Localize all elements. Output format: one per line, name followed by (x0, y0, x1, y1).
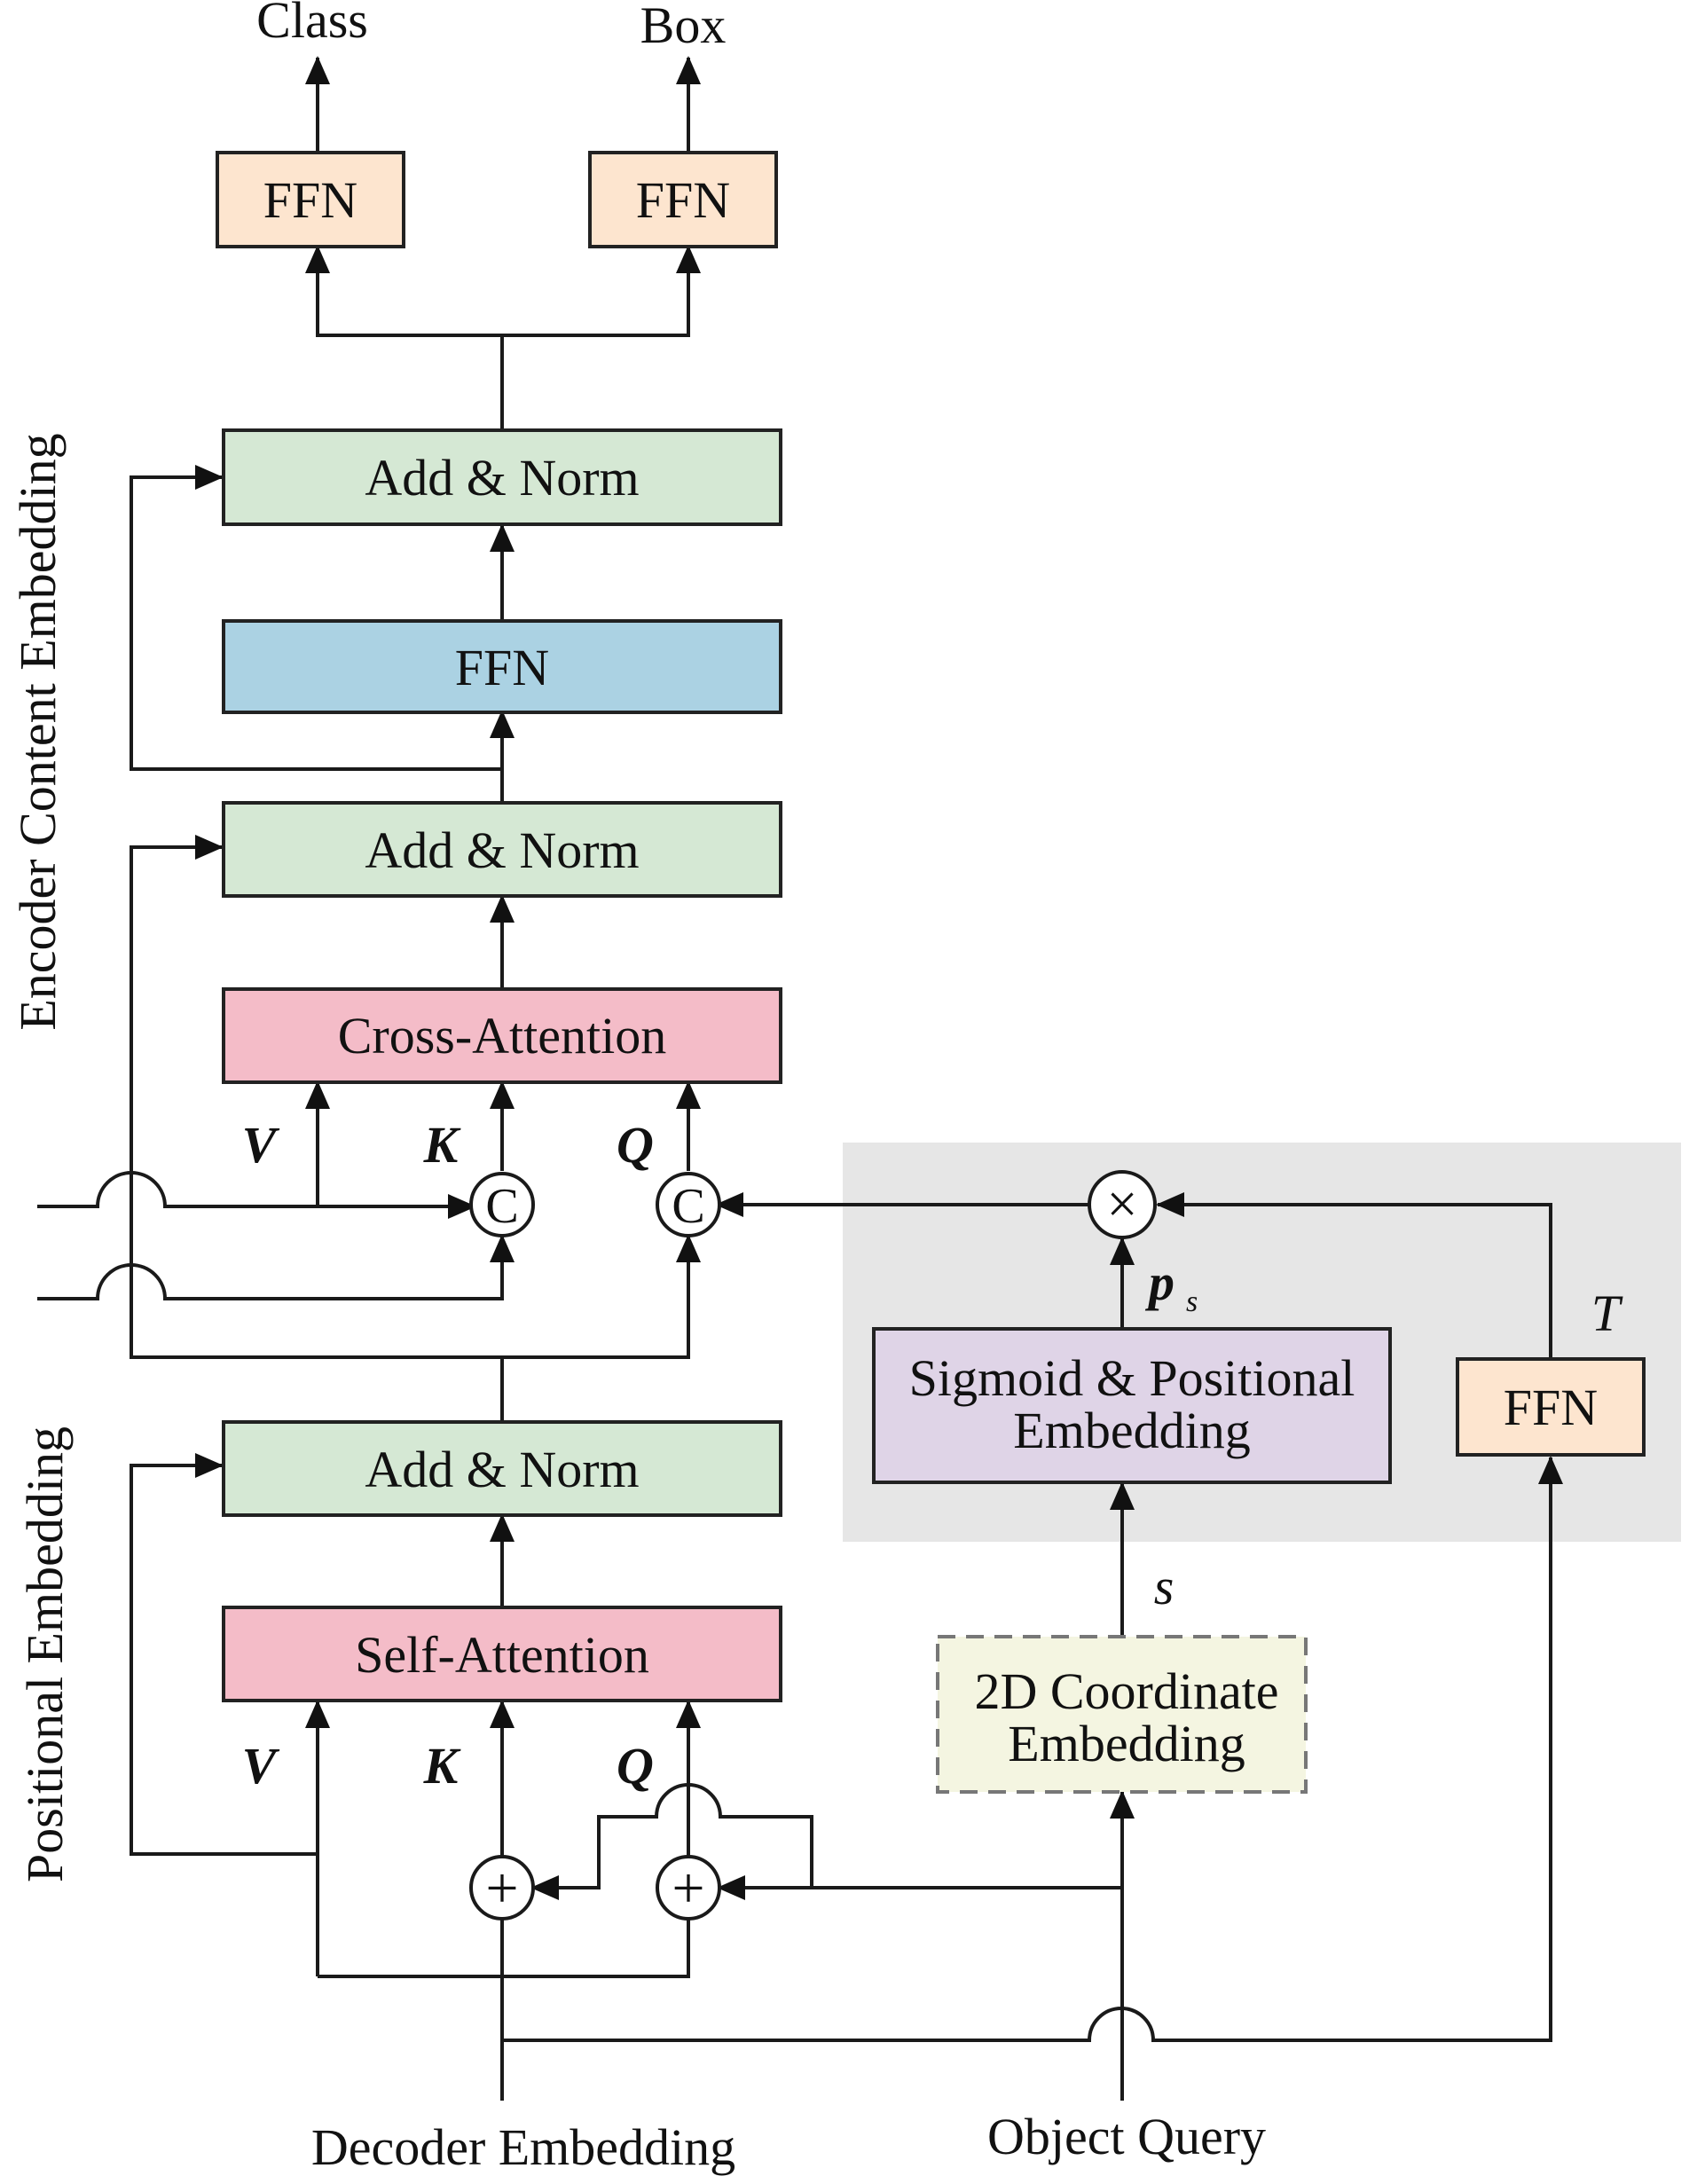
ffn-t-box (1456, 1357, 1646, 1457)
sigmoid-positional-line1: Sigmoid & Positional (909, 1349, 1355, 1407)
t-label: T (1591, 1284, 1623, 1342)
connectors (37, 56, 1563, 2101)
s-label: s (1154, 1558, 1175, 1615)
sigmoid-positional-box (872, 1327, 1392, 1484)
coord-embedding-line2: Embedding (1008, 1715, 1245, 1772)
positional-line (37, 1234, 515, 1300)
operators: C C × + + (469, 1170, 1157, 1921)
sigmoid-positional-line2: Embedding (1013, 1402, 1250, 1459)
arrow-oq-to-k-add (530, 1783, 813, 1900)
v-cross-label: V (242, 1116, 280, 1174)
encoder-content-line (37, 1171, 476, 1219)
arrow-t-to-mul (1156, 1192, 1552, 1359)
multiply-symbol: × (1107, 1174, 1138, 1235)
v-self-label: V (242, 1737, 280, 1795)
residual-addnorm-bottom (130, 1453, 318, 1856)
residual-addnorm-top (130, 465, 502, 771)
cross-attention-label: Cross-Attention (338, 1007, 667, 1065)
concat-q-symbol: C (672, 1179, 704, 1234)
ffn-class-label: FFN (263, 171, 357, 229)
ffn-t-label: FFN (1504, 1379, 1598, 1436)
output-box-label: Box (640, 0, 727, 54)
blocks: FFN FFN Add & Norm FFN Add & Norm Cross-… (216, 151, 1646, 1794)
ffn-mid-label: FFN (455, 639, 549, 696)
object-query-label: Object Query (987, 2108, 1266, 2165)
output-class-label: Class (256, 0, 368, 49)
ffn-class-box (216, 151, 405, 248)
ffn-box-label: FFN (636, 171, 730, 229)
arrow-to-q-concat (500, 1234, 701, 1422)
ps-label: p (1144, 1253, 1175, 1311)
add-k-symbol: + (485, 1856, 518, 1921)
residual-addnorm-mid (130, 835, 502, 1359)
concat-k-circle (469, 1172, 535, 1237)
encoder-content-embedding-label: Encoder Content Embedding (9, 433, 67, 1030)
k-self-label: K (423, 1737, 461, 1795)
q-self-label: Q (617, 1737, 654, 1795)
ffn-box-box (588, 151, 778, 248)
add-q-symbol: + (672, 1856, 704, 1921)
coord-embedding-box (936, 1635, 1308, 1794)
add-norm-top-label: Add & Norm (365, 449, 639, 507)
labels: Class Box V K Q V K Q p s T s Decoder Em… (9, 0, 1623, 2176)
decoder-to-q-add (502, 1918, 690, 1978)
arrow-to-ffn-box (502, 245, 701, 337)
ps-subscript: s (1186, 1285, 1198, 1318)
k-cross-label: K (423, 1116, 461, 1174)
q-cross-label: Q (617, 1116, 654, 1174)
ffn-mid-box (222, 619, 782, 714)
self-attention-box (222, 1606, 782, 1702)
cross-attention-box (222, 987, 782, 1084)
add-norm-bottom-label: Add & Norm (365, 1441, 639, 1498)
concat-q-circle (656, 1172, 721, 1237)
add-k-circle (469, 1855, 535, 1921)
concat-k-symbol: C (485, 1179, 518, 1234)
decoder-embedding-label: Decoder Embedding (311, 2118, 735, 2176)
add-q-circle (656, 1855, 721, 1921)
add-norm-bottom-box (222, 1420, 782, 1517)
add-norm-mid-label: Add & Norm (365, 821, 639, 879)
arrow-to-ffn-class (305, 245, 504, 430)
multiply-circle (1088, 1170, 1157, 1239)
coord-embedding-line1: 2D Coordinate (974, 1662, 1278, 1720)
positional-embedding-label: Positional Embedding (16, 1426, 74, 1882)
add-norm-top-box (222, 428, 782, 526)
self-attention-label: Self-Attention (355, 1626, 649, 1684)
add-norm-mid-box (222, 801, 782, 898)
